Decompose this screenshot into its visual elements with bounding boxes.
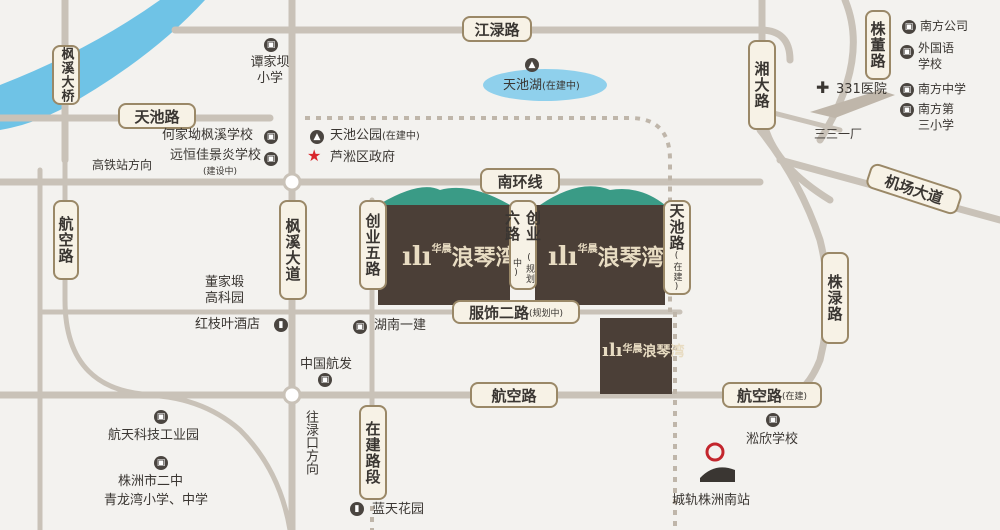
school-icon: ▣ — [264, 130, 278, 144]
poi-qinglongwan[interactable]: 青龙湾小学、中学 — [104, 493, 209, 508]
road-label-zhulu: 株渌路 — [821, 252, 849, 344]
road-label-zhudong: 株董路 — [865, 10, 891, 80]
poi-nanfang-co[interactable]: 南方公司 — [920, 19, 969, 33]
hotel-icon: ▮ — [274, 318, 288, 332]
school-icon: ▣ — [264, 152, 278, 166]
junction-1 — [282, 172, 302, 192]
school-icon: ▣ — [900, 103, 914, 117]
project-logo-west: ılı华晨浪琴湾 — [402, 242, 518, 272]
poi-tianchi-lake[interactable]: 天池湖(在建中) — [503, 78, 580, 93]
poi-zhongguo-hangfa[interactable]: 中国航发 — [300, 357, 353, 372]
poi-yuanheng[interactable]: 远恒佳景炎学校 — [170, 148, 262, 163]
river — [0, 0, 205, 130]
road-curve-south — [137, 392, 293, 530]
poi-zhuzhou-no2[interactable]: 株洲市二中 — [118, 474, 184, 489]
poi-songxin[interactable]: 淞欣学校 — [746, 432, 799, 447]
poi-nanfang-mid[interactable]: 南方中学 — [918, 82, 967, 96]
project-block-west[interactable] — [378, 205, 510, 305]
metro-ring — [705, 442, 725, 462]
road-label-fushi2: 服饰二路(规划中) — [452, 300, 580, 324]
road-label-tianchi-road: 天池路(在建) — [663, 200, 691, 295]
company-icon: ▣ — [353, 320, 367, 334]
road-label-chuangye6: 创业六路(规划中) — [503, 200, 542, 290]
road-label-hangkong-main: 航空路 — [470, 382, 558, 408]
poi-tianchi-park[interactable]: 天池公园(在建中) — [330, 128, 420, 143]
metro-train — [700, 467, 735, 482]
mountain-right — [540, 186, 665, 205]
airplane — [810, 90, 895, 118]
poi-metro[interactable]: 城轨株洲南站 — [672, 493, 751, 508]
school-icon: ▣ — [264, 38, 278, 52]
road-left-loop — [62, 147, 163, 398]
company-icon: ▣ — [902, 20, 916, 34]
poi-hejiaoao[interactable]: 何家坳枫溪学校 — [162, 128, 254, 143]
road-label-xiangda: 湘大路 — [748, 40, 776, 130]
road-label-nanhuan: 南环线 — [480, 168, 560, 194]
company-icon: ▣ — [318, 373, 332, 387]
poi-hospital[interactable]: 331医院 — [836, 82, 887, 97]
mountain-left — [378, 187, 510, 205]
school-icon: ▣ — [900, 83, 914, 97]
road-label-hangkong-right: 航空路(在建) — [722, 382, 822, 408]
poi-tanjiaba[interactable]: 谭家坝 小学 — [250, 55, 290, 86]
road-label-fengxi-bridge: 枫溪大桥 — [52, 45, 80, 105]
project-logo-east: ılı华晨浪琴湾 — [548, 242, 664, 272]
planned-loop — [305, 116, 672, 312]
residence-icon: ▮ — [350, 502, 364, 516]
poi-gaotie[interactable]: 高铁站方向 — [92, 158, 153, 172]
road-zhudong — [816, 0, 857, 144]
road-label-fengxi-ave: 枫溪大道 — [279, 200, 307, 300]
poi-waiguoyu[interactable]: 外国语 学校 — [918, 41, 955, 71]
poi-nanfang-3[interactable]: 南方第 三小学 — [918, 102, 955, 132]
poi-yuanheng-tag: (建设中) — [203, 167, 238, 177]
poi-hongzhiye[interactable]: 红枝叶酒店 — [195, 317, 261, 332]
school-icon: ▣ — [900, 45, 914, 59]
star-icon: ★ — [307, 146, 322, 165]
road-label-jianglu: 江渌路 — [462, 16, 532, 42]
junction-2 — [282, 385, 302, 405]
school-icon: ▣ — [154, 456, 168, 470]
project-block-east[interactable] — [535, 205, 665, 305]
project-block-south[interactable] — [600, 318, 672, 394]
road-label-tianchi: 天池路 — [118, 103, 196, 129]
poi-gov[interactable]: 芦淞区政府 — [330, 150, 396, 165]
poi-lantian[interactable]: 蓝天花园 — [372, 502, 425, 517]
park-icon: ▲ — [310, 130, 324, 144]
poi-hangtian[interactable]: 航天科技工业园 — [108, 428, 200, 443]
project-logo-south: ılı华晨浪琴湾 — [602, 340, 685, 361]
hospital-icon: ✚ — [816, 78, 830, 97]
road-label-chuangye5: 创业五路 — [359, 200, 387, 290]
school-icon: ▣ — [766, 413, 780, 427]
poi-dongjiaba[interactable]: 董家塅 高科园 — [205, 275, 245, 306]
tianchi-lake — [483, 69, 607, 101]
road-label-hangkong-left: 航空路 — [53, 200, 79, 280]
poi-wanglukou[interactable]: 往渌口方向 — [303, 410, 318, 475]
road-label-zaijian-section: 在建路段 — [359, 405, 387, 500]
poi-factory[interactable]: 三三一厂 — [814, 127, 863, 141]
lake-icon: ▲ — [525, 58, 539, 72]
industry-icon: ▣ — [154, 410, 168, 424]
poi-hunan-yijian[interactable]: 湖南一建 — [374, 318, 427, 333]
